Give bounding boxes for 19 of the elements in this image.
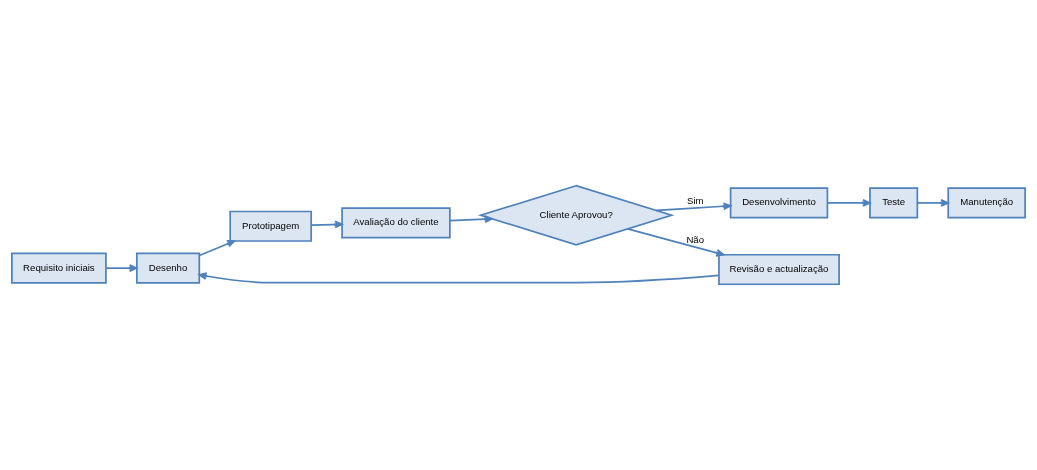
node-box: Revisão e actualização xyxy=(718,253,840,286)
node-box: Avaliação do cliente xyxy=(341,207,451,239)
node-box: Manutenção xyxy=(947,187,1026,219)
edge-label: Não xyxy=(686,233,705,245)
arrow xyxy=(198,239,236,257)
arrow xyxy=(826,198,871,207)
node-box: Desenho xyxy=(135,252,201,284)
node-box: Requisito iniciais xyxy=(11,252,107,284)
arrow xyxy=(655,202,732,212)
arrow xyxy=(916,198,949,207)
node-box: Prototipagem xyxy=(229,210,313,242)
arrow xyxy=(626,228,725,257)
node-diamond: Cliente Aprovou? xyxy=(477,184,675,246)
edge-label: Sim xyxy=(686,195,704,207)
node-box: Teste xyxy=(869,187,919,219)
arrow xyxy=(198,272,720,284)
arrow xyxy=(105,264,138,273)
node-box: Desenvolvimento xyxy=(729,187,829,219)
arrow xyxy=(310,220,343,229)
